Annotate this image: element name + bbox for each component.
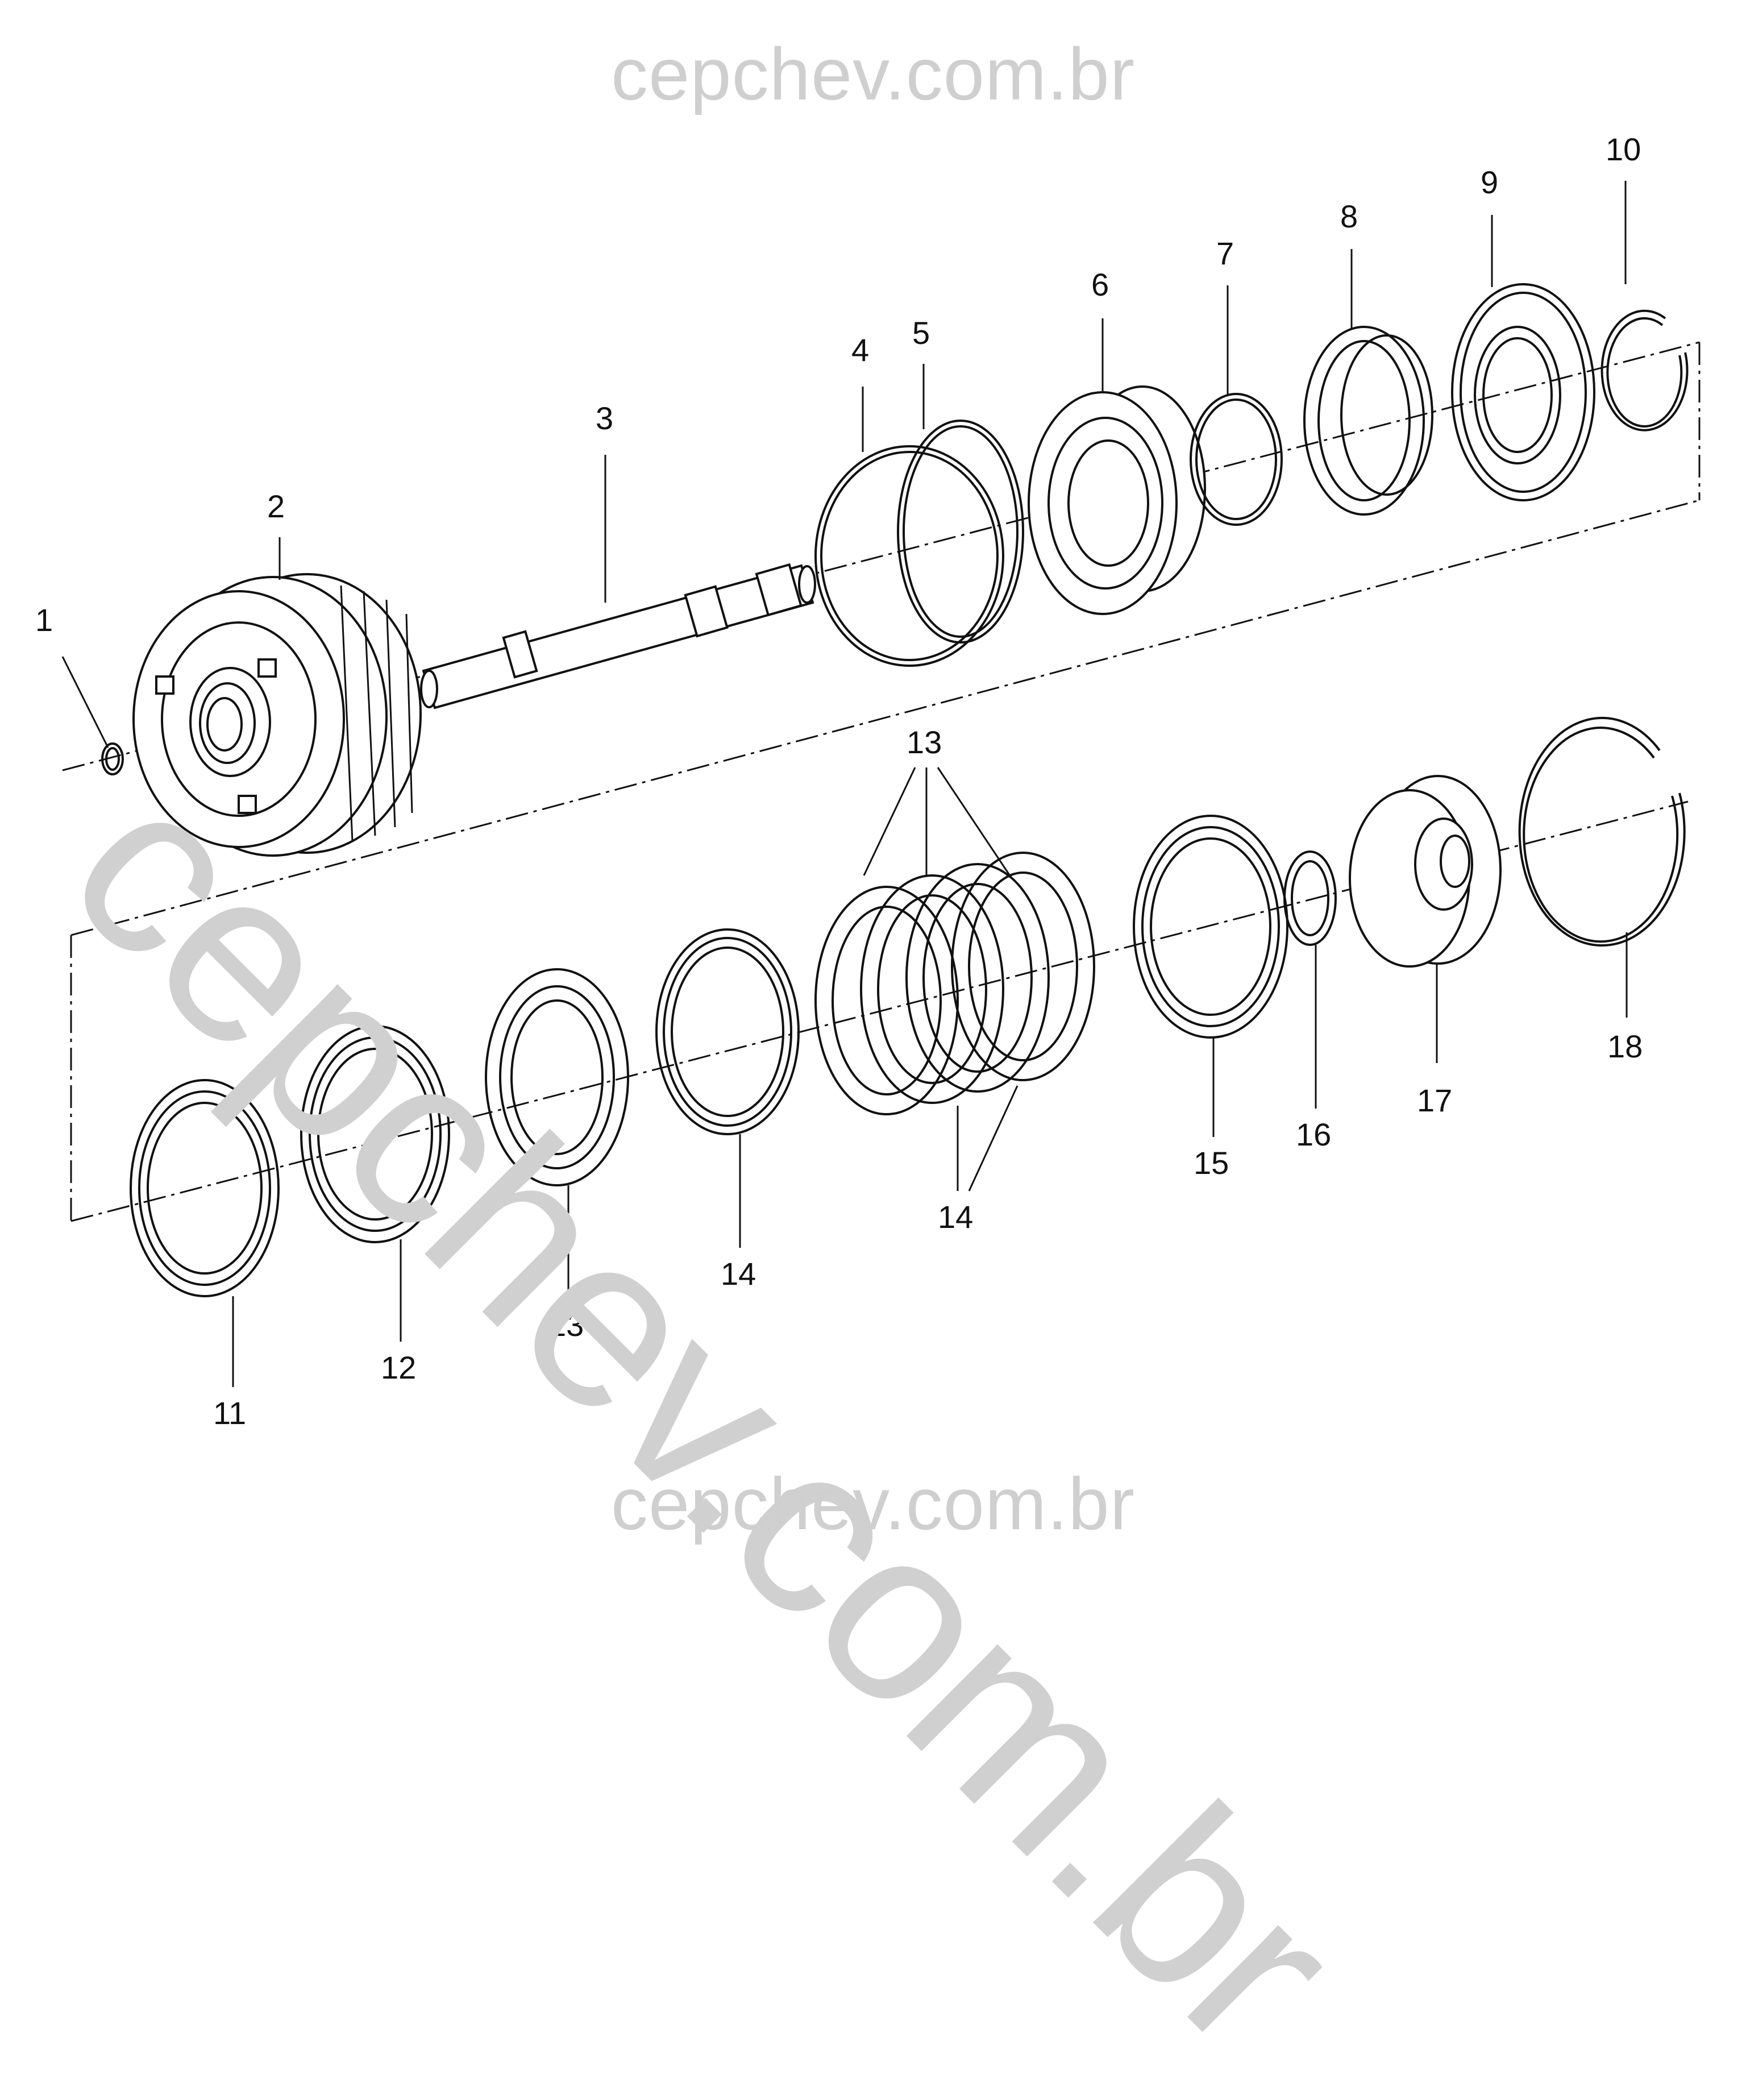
callout-9: 9: [1481, 164, 1498, 200]
callout-3: 3: [596, 400, 613, 436]
callout-1: 1: [35, 602, 53, 638]
part-13-friction-plate: [485, 968, 629, 1186]
callout-13-lower: 13: [548, 1307, 584, 1343]
callout-12: 12: [381, 1350, 416, 1385]
part-14-plate: [655, 928, 800, 1135]
diagram-drawing: 1 2 3 4 5 6 7 8 9 10 11 12 13 13 14 14 1…: [35, 131, 1701, 1431]
callout-14-lower: 14: [721, 1256, 756, 1292]
part-2-clutch-housing: [132, 573, 422, 857]
callout-10: 10: [1606, 131, 1641, 167]
part-4-seal-ring: [814, 445, 1004, 667]
leader-lines: [61, 181, 1628, 1387]
part-1-snap-ring: [101, 742, 124, 775]
callout-4: 4: [851, 332, 869, 368]
part-18-snap-ring: [1518, 717, 1686, 947]
part-12-plate: [300, 1025, 450, 1243]
watermark-bottom: cepchev.com.br: [611, 1462, 1135, 1545]
callout-6: 6: [1091, 267, 1109, 302]
callout-14-stack: 14: [938, 1199, 973, 1235]
part-17-hub: [1349, 775, 1502, 968]
watermark-top: cepchev.com.br: [611, 32, 1135, 115]
part-11-plate: [130, 1079, 280, 1297]
part-5-seal-ring: [897, 420, 1024, 644]
callout-2: 2: [267, 488, 285, 524]
exploded-view-diagram: cepchev.com.br: [20, 32, 1701, 2097]
callout-18: 18: [1607, 1028, 1643, 1064]
callout-17: 17: [1417, 1082, 1452, 1118]
callout-11: 11: [213, 1395, 246, 1431]
callout-5: 5: [912, 315, 930, 351]
part-9-spring-retainer: [1451, 283, 1595, 501]
part-7-snap-ring: [1190, 393, 1283, 526]
part-3-input-shaft: [420, 563, 816, 709]
callout-16: 16: [1296, 1117, 1331, 1152]
callout-15: 15: [1194, 1145, 1229, 1181]
part-6-piston: [1028, 385, 1206, 615]
part-15-backing-plate: [1133, 815, 1288, 1039]
part-13-14-plate-stack: [814, 852, 1095, 1115]
part-8-return-spring: [1303, 326, 1433, 516]
callout-13-upper: 13: [907, 724, 942, 760]
part-10-snap-ring: [1600, 309, 1689, 431]
callout-7: 7: [1216, 235, 1234, 271]
part-16-thrust-bearing: [1283, 850, 1337, 946]
callout-8: 8: [1340, 198, 1358, 234]
